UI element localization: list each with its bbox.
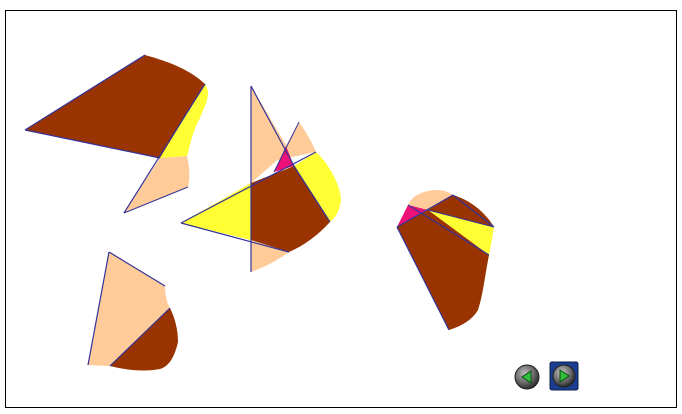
figure-top-left [25,55,208,213]
figure-top-center [181,86,341,272]
arrow-left-icon [513,363,541,391]
forward-button[interactable] [549,361,577,389]
arrow-right-icon [549,361,579,391]
figure-bottom-left [88,252,178,370]
back-button[interactable] [513,363,541,391]
piece-peach[interactable] [124,156,189,213]
figure-right [397,190,494,330]
